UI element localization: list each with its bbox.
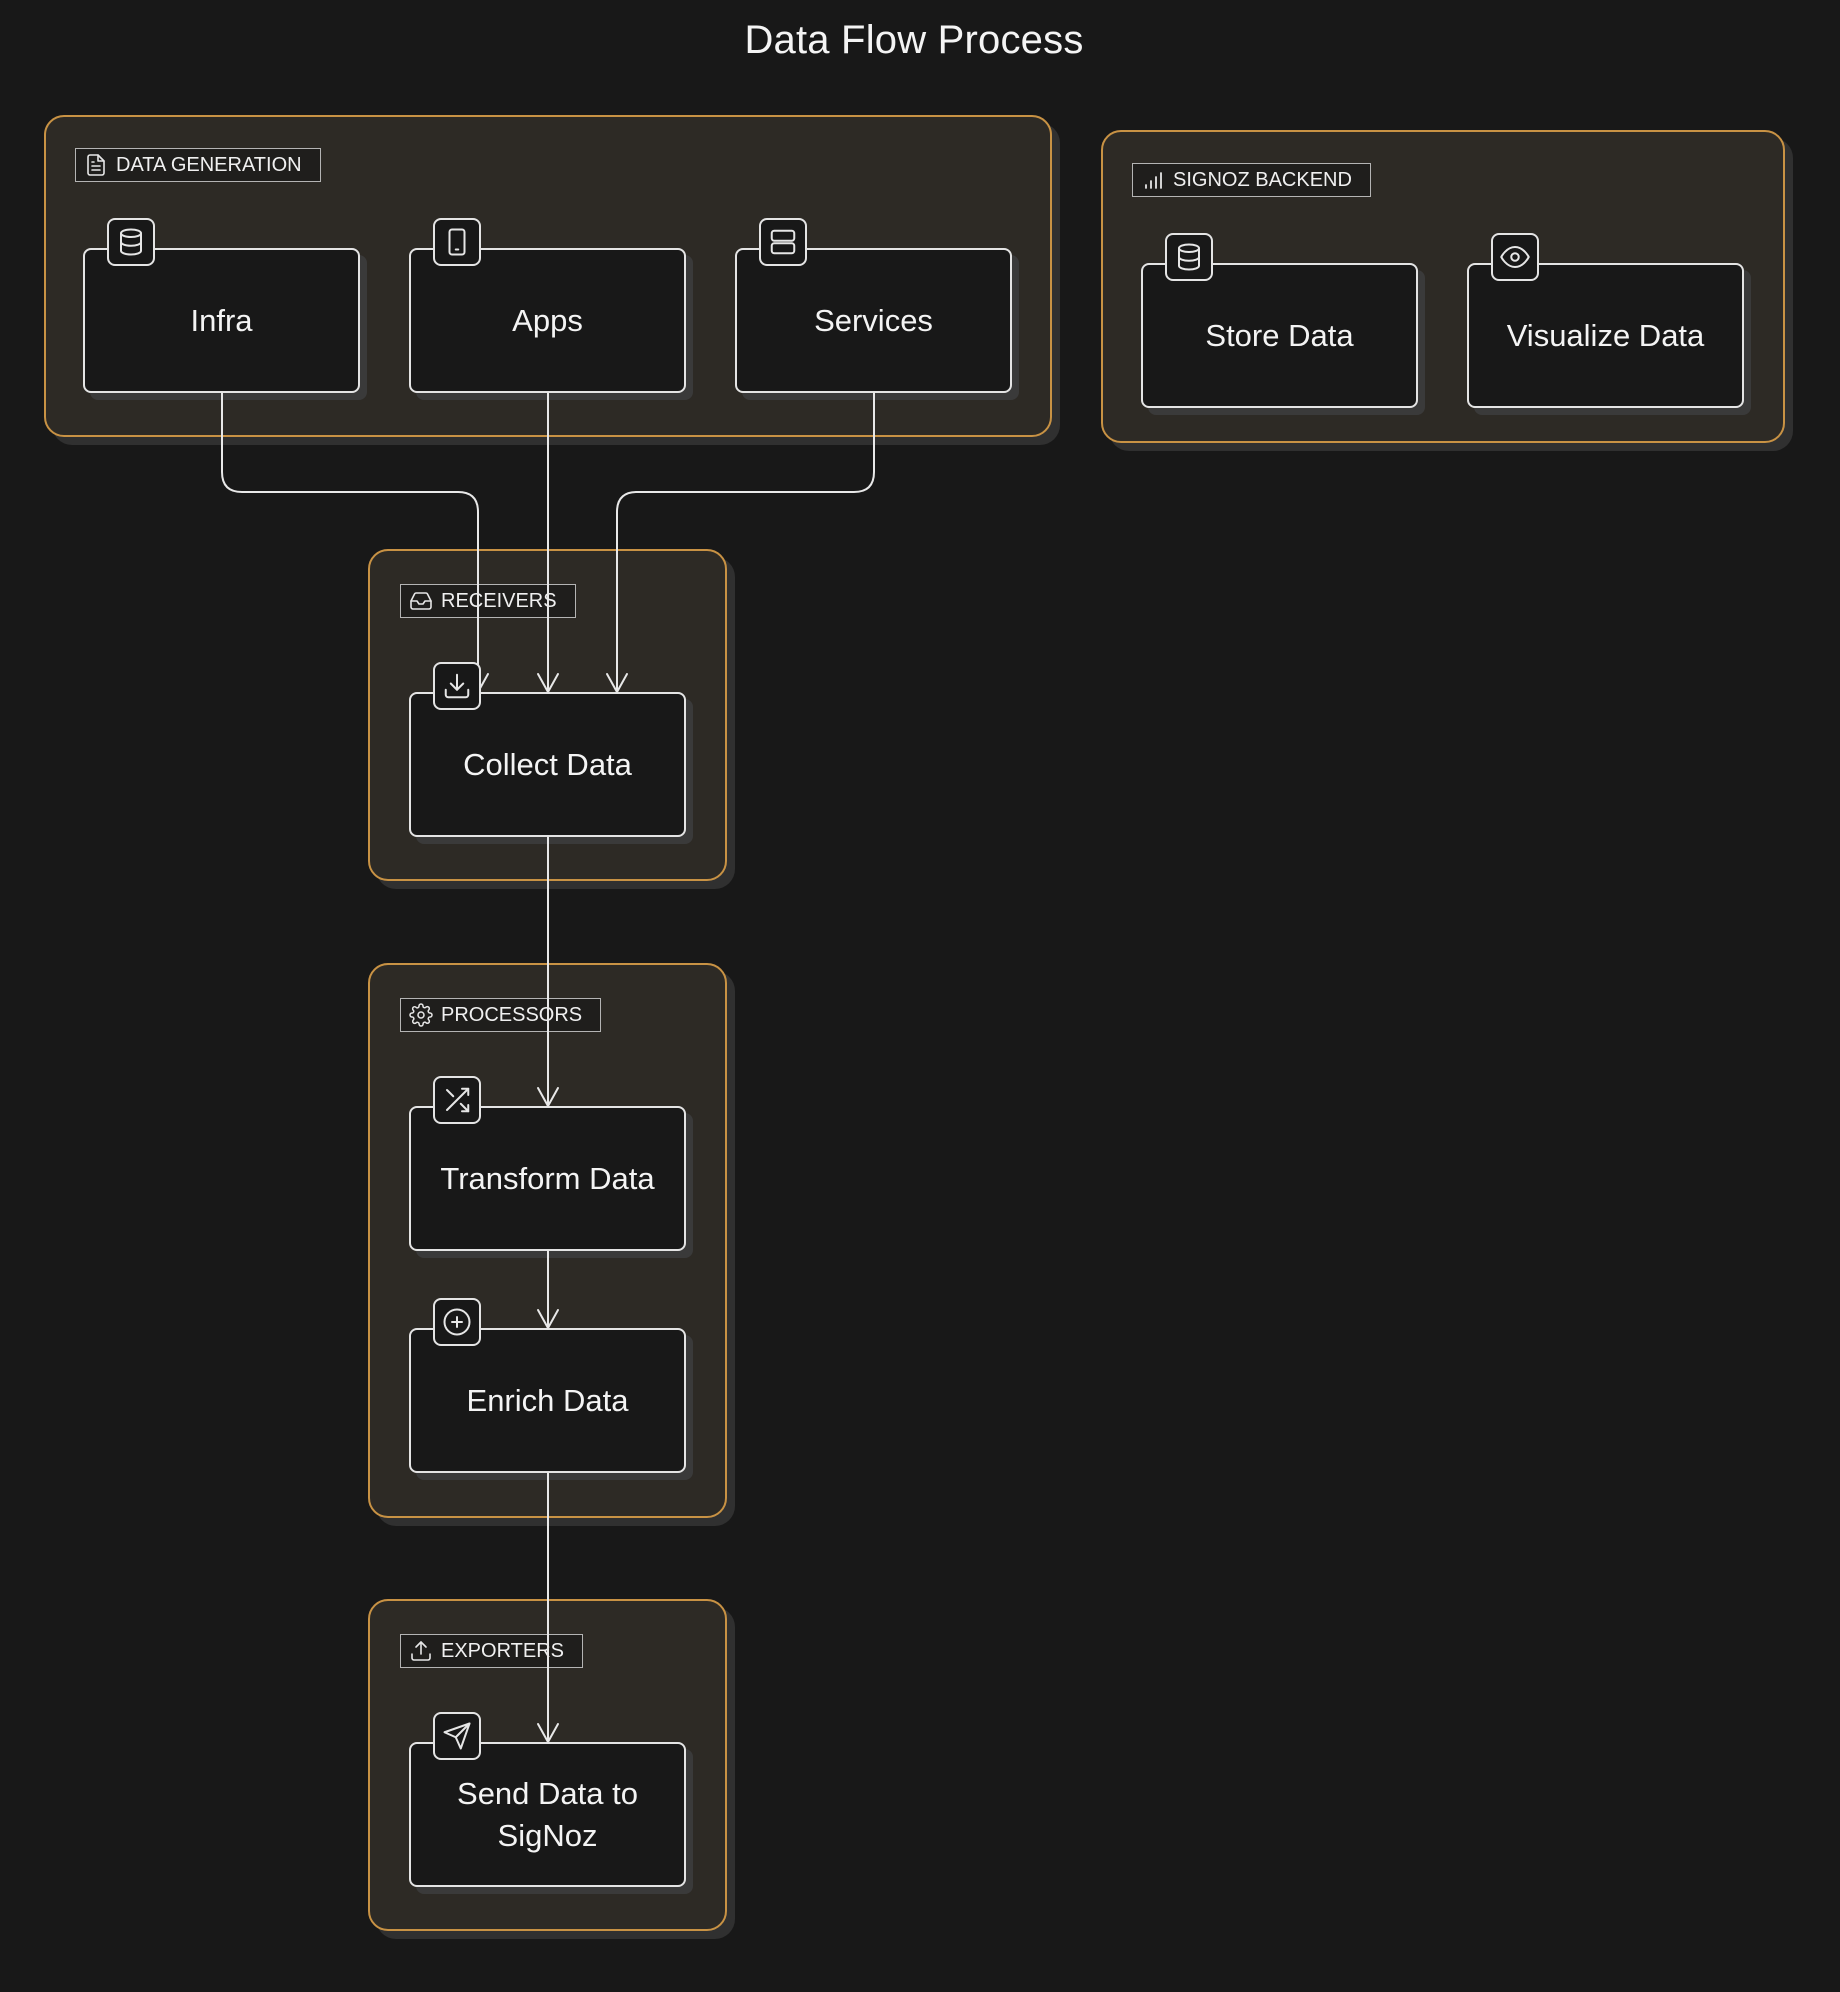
node-store-data[interactable]: Store Data (1141, 263, 1418, 408)
node-icon-infra (107, 218, 155, 266)
download-icon (444, 673, 470, 699)
node-enrich-data[interactable]: Enrich Data (409, 1328, 686, 1473)
node-icon-enrich-data (433, 1298, 481, 1346)
inbox-icon (410, 592, 432, 610)
group-label-text: EXPORTERS (441, 1639, 564, 1662)
bar-chart-icon (1145, 172, 1162, 189)
node-label: Enrich Data (466, 1382, 629, 1418)
node-label: Store Data (1205, 317, 1354, 353)
group-label-receivers: RECEIVERS (400, 584, 576, 618)
node-services[interactable]: Services (735, 248, 1012, 393)
node-label: Services (814, 302, 933, 338)
plus-circle-icon (443, 1308, 471, 1336)
smartphone-icon (448, 228, 466, 256)
diagram-title: Data Flow Process (744, 18, 1084, 62)
node-label: Send Data to SigNoz (457, 1775, 638, 1853)
group-label-processors: PROCESSORS (400, 998, 602, 1032)
node-visualize-data[interactable]: Visualize Data (1467, 263, 1744, 408)
node-apps[interactable]: Apps (409, 248, 686, 393)
upload-icon (411, 1641, 431, 1661)
database-icon (1178, 243, 1200, 271)
group-label-text: RECEIVERS (441, 589, 557, 612)
node-label: Infra (190, 302, 253, 338)
group-label-data-generation: DATA GENERATION (75, 148, 321, 182)
node-transform-data[interactable]: Transform Data (409, 1106, 686, 1251)
file-text-icon (87, 154, 105, 176)
node-icon-transform-data (433, 1076, 481, 1124)
group-label-exporters: EXPORTERS (400, 1634, 583, 1668)
settings-icon (409, 1003, 433, 1027)
node-label: Collect Data (463, 746, 632, 782)
database-icon (120, 228, 142, 256)
node-label: Transform Data (440, 1160, 655, 1196)
group-label-text: PROCESSORS (441, 1003, 583, 1026)
shuffle-icon (446, 1087, 470, 1113)
node-icon-store-data (1165, 233, 1213, 281)
node-label: Visualize Data (1506, 317, 1705, 353)
node-icon-visualize-data (1491, 233, 1539, 281)
node-collect-data[interactable]: Collect Data (409, 692, 686, 837)
group-label-text: DATA GENERATION (116, 153, 302, 176)
node-infra[interactable]: Infra (83, 248, 360, 393)
node-send-data[interactable]: Send Data to SigNoz (409, 1742, 686, 1887)
node-icon-apps (433, 218, 481, 266)
server-icon (770, 229, 796, 255)
node-icon-send-data (433, 1712, 481, 1760)
node-label: Apps (512, 302, 583, 338)
group-label-text: SIGNOZ BACKEND (1173, 168, 1352, 191)
group-label-signoz-backend: SIGNOZ BACKEND (1132, 163, 1371, 197)
send-icon (443, 1722, 471, 1750)
node-icon-services (759, 218, 807, 266)
node-icon-collect-data (433, 662, 481, 710)
eye-icon (1500, 246, 1530, 268)
